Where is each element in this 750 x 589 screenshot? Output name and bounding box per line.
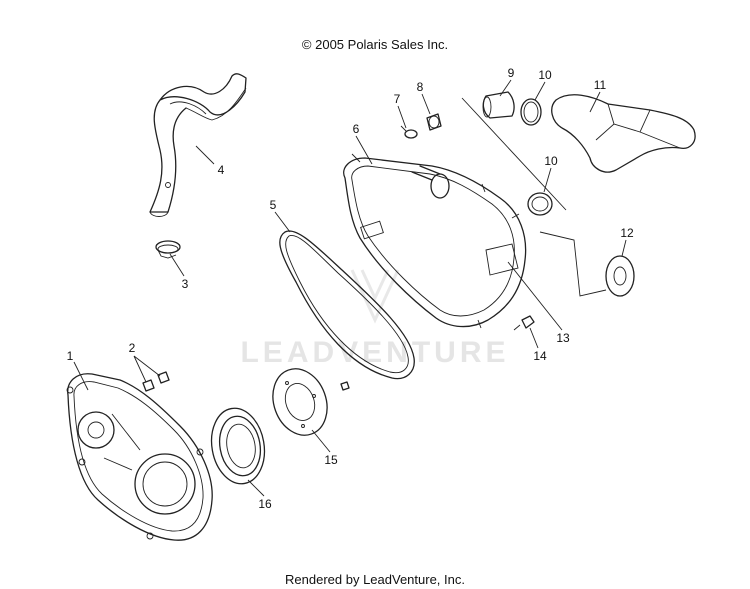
callout-10-lower: 10 [544, 154, 558, 168]
callout-9: 9 [508, 66, 515, 80]
callout-16: 16 [258, 497, 272, 511]
part-9-boot[interactable] [482, 91, 515, 119]
part-6-inner-cover[interactable] [343, 153, 527, 329]
callout-7: 7 [394, 92, 401, 106]
callout-1: 1 [67, 349, 74, 363]
callout-4: 4 [218, 163, 225, 177]
callout-11: 11 [594, 78, 607, 92]
leader-lines [73, 79, 627, 497]
part-15-plate[interactable] [264, 361, 336, 443]
part-2-bolts[interactable] [142, 371, 170, 392]
part-13-seal[interactable] [485, 243, 519, 276]
callout-14: 14 [533, 349, 547, 363]
callout-13: 13 [556, 331, 570, 345]
callout-3: 3 [182, 277, 189, 291]
part-12-washer[interactable] [605, 255, 635, 297]
part-7-screw[interactable] [400, 125, 418, 139]
callout-15: 15 [324, 453, 338, 467]
copyright-text: © 2005 Polaris Sales Inc. [301, 37, 449, 52]
part-3-hose-clamp[interactable] [155, 240, 181, 259]
callout-8: 8 [417, 80, 424, 94]
callout-labels: 1 2 3 4 5 6 7 8 9 10 10 11 12 13 14 15 1… [67, 66, 634, 511]
part-8-grommet[interactable] [426, 113, 442, 131]
part-16-bearing-seal[interactable] [206, 404, 270, 488]
watermark-text: LEADVENTURE [240, 336, 509, 369]
part-5-drive-belt[interactable] [279, 230, 415, 380]
assembly-lines [461, 97, 607, 297]
callout-5: 5 [270, 198, 277, 212]
part-14-bolt[interactable] [513, 315, 535, 331]
part-10-clamp-lower[interactable] [527, 192, 553, 216]
callout-6: 6 [353, 122, 360, 136]
footer-credit: Rendered by LeadVenture, Inc. [285, 572, 465, 587]
part-10-clamp-upper[interactable] [520, 98, 542, 126]
callout-12: 12 [620, 226, 634, 240]
part-1-outer-cover[interactable] [66, 373, 213, 541]
callout-10-upper: 10 [538, 68, 552, 82]
callout-2: 2 [129, 341, 136, 355]
part-4-intake-duct[interactable] [149, 73, 247, 217]
part-11-outlet-duct[interactable] [551, 94, 696, 173]
watermark: LEADVENTURE [240, 269, 509, 369]
part-15-small-bolt[interactable] [340, 381, 350, 391]
